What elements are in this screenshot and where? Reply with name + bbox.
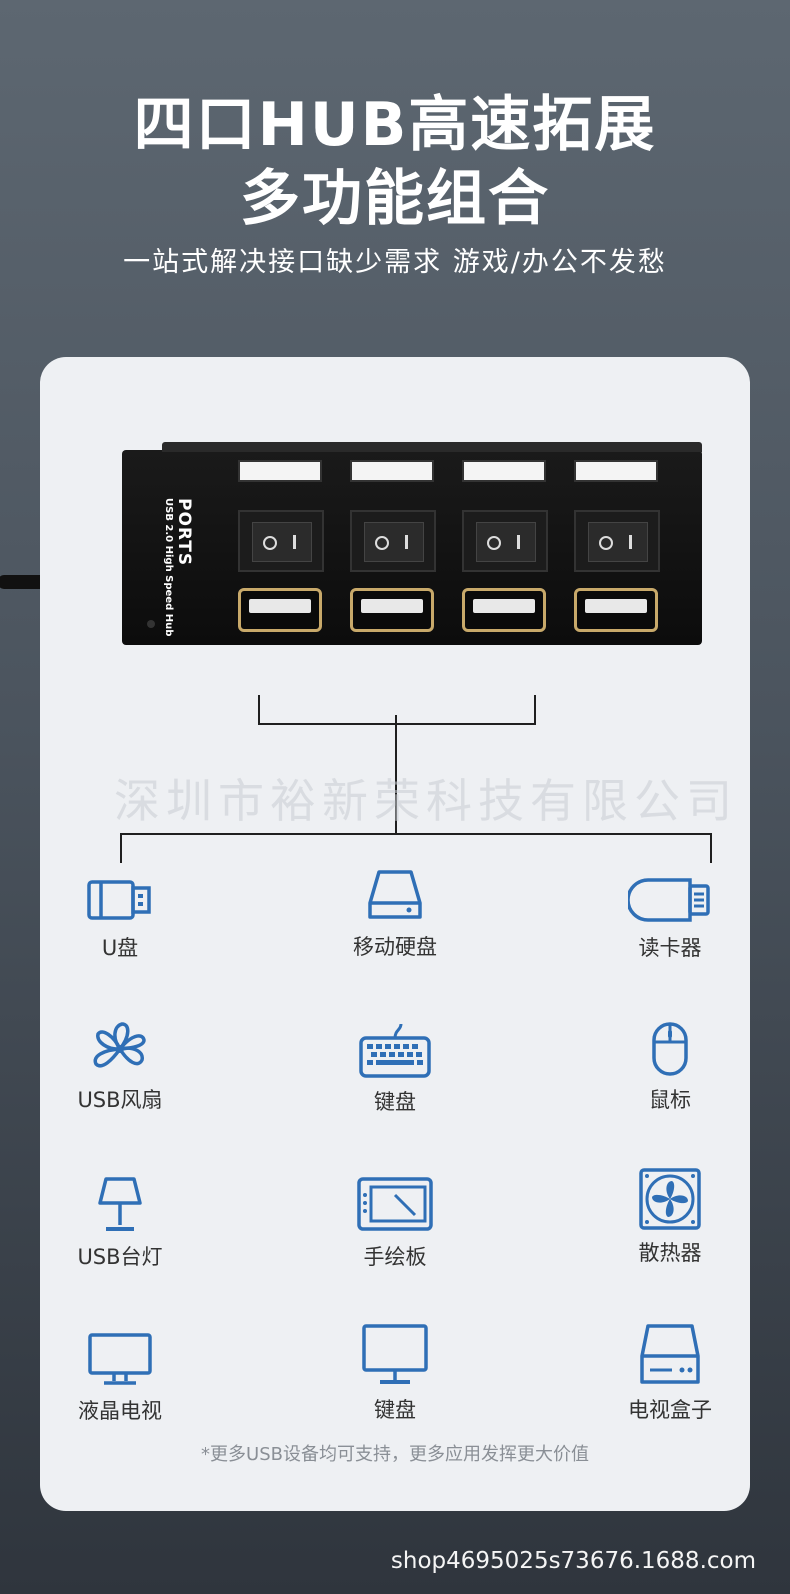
device-label: 鼠标 [649,1088,691,1112]
power-led [147,620,155,628]
mouse-icon [652,1022,688,1076]
fan-icon [93,1022,146,1068]
device-label: 散热器 [638,1241,702,1265]
port-switch [350,510,436,572]
usb-drive-icon [87,880,151,920]
connector-line [120,833,122,863]
cooler-icon [639,1168,701,1230]
port-led [238,460,322,482]
subtitle: 一站式解决接口缺少需求 游戏/办公不发愁 [123,247,667,278]
device-label: 读卡器 [638,936,702,960]
hub-spec: USB 2.0 High Speed Hub [163,498,174,637]
footnote: *更多USB设备均可支持，更多应用发挥更大价值 [201,1444,589,1465]
connector-line [534,695,536,725]
device-monitor: 键盘 [295,1322,495,1424]
device-label: 键盘 [374,1398,416,1422]
headline-line-2: 多功能组合 [240,164,550,234]
port-switch [574,510,660,572]
connector-line [258,695,260,725]
usb-port [574,588,658,632]
connector-line [395,715,397,835]
device-drawing-tablet: 手绘板 [295,1175,495,1271]
port-switch [238,510,324,572]
watermark: 深圳市裕新荣科技有限公司 [114,774,738,828]
usb-hub-image: PORTS USB 2.0 High Speed Hub [122,442,702,645]
card-reader-icon [628,878,710,922]
device-card: PORTS USB 2.0 High Speed Hub 深圳市裕新荣科技有限公… [40,357,750,1511]
device-cooler: 散热器 [570,1167,770,1267]
drawing-tablet-icon [357,1177,433,1231]
device-usb-fan: USB风扇 [20,1020,220,1114]
usb-port [238,588,322,632]
connector-line [258,723,536,725]
tv-box-icon [640,1324,700,1384]
port-led [350,460,434,482]
usb-port [350,588,434,632]
connector-line [710,833,712,863]
hub-label: PORTS USB 2.0 High Speed Hub [163,498,194,638]
tv-icon [88,1333,152,1385]
device-label: USB风扇 [77,1088,163,1112]
shop-url: shop4695025s73676.1688.com [390,1548,756,1574]
port-led [574,460,658,482]
device-label: U盘 [101,936,139,960]
device-external-hdd: 移动硬盘 [295,867,495,961]
device-label: USB台灯 [77,1245,163,1269]
device-label: 移动硬盘 [353,935,437,959]
connector-line [120,833,712,835]
usb-port [462,588,546,632]
device-usb-lamp: USB台灯 [20,1175,220,1271]
keyboard-icon [359,1023,431,1078]
desk-lamp-icon [98,1177,142,1231]
device-label: 液晶电视 [78,1399,162,1423]
monitor-icon [362,1324,428,1384]
device-label: 手绘板 [363,1245,427,1269]
port-led [462,460,546,482]
device-keyboard: 键盘 [295,1020,495,1116]
device-label: 键盘 [374,1090,416,1114]
hub-brand: PORTS [174,498,194,567]
port-switch [462,510,548,572]
headline-line-1: 四口HUB高速拓展 [133,90,657,160]
device-lcd-tv: 液晶电视 [20,1329,220,1425]
device-card-reader: 读卡器 [570,874,770,962]
device-mouse: 鼠标 [570,1020,770,1114]
device-usb-drive: U盘 [20,874,220,962]
external-hdd-icon [368,870,422,919]
device-label: 电视盒子 [628,1398,712,1422]
device-tv-box: 电视盒子 [570,1322,770,1424]
